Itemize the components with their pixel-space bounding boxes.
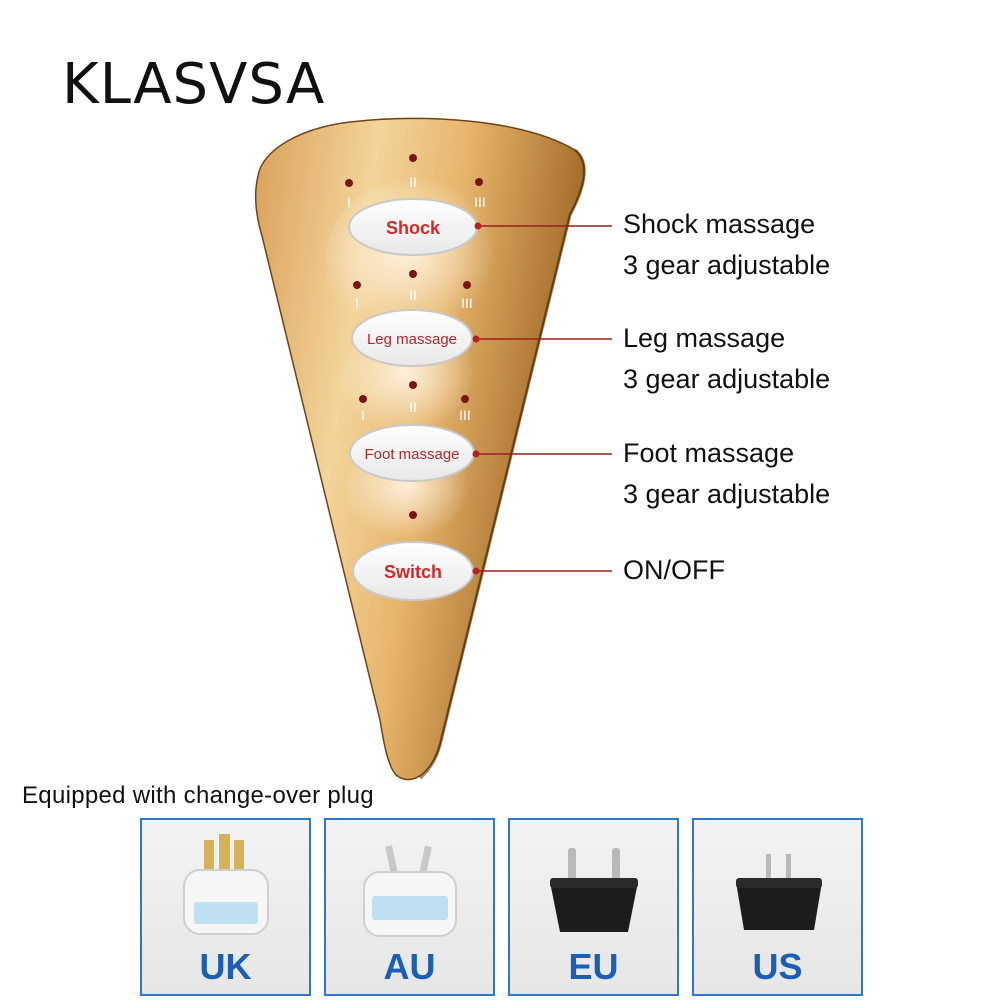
leg-massage-button[interactable]: Leg massage [351, 309, 473, 367]
au-plug-adapter-icon [363, 845, 457, 937]
switch-button-label: Switch [384, 562, 442, 582]
plug-card-uk: UK [140, 818, 311, 996]
svg-text:I: I [361, 407, 365, 423]
shock-button-label: Shock [386, 218, 441, 238]
foot-level-indicators: I II III [359, 381, 471, 423]
leg-massage-button-label: Leg massage [367, 331, 457, 348]
power-indicator [409, 511, 417, 519]
callout-switch: ON/OFF [623, 555, 725, 585]
level-2-label: II [409, 174, 417, 190]
plug-label-eu: EU [568, 946, 619, 987]
svg-text:II: II [409, 287, 417, 303]
callout-lines [476, 225, 612, 572]
plug-heading: Equipped with change-over plug [22, 782, 374, 809]
shock-level-indicators: I II III [345, 154, 486, 210]
level-3-label: III [474, 194, 486, 210]
plug-card-au: AU [324, 818, 495, 996]
brand-logo: KLASVSA [62, 52, 326, 117]
foot-massage-button-label: Foot massage [364, 446, 459, 463]
uk-plug-adapter-icon [183, 834, 269, 935]
callout-dots [472, 222, 482, 575]
plug-label-au: AU [383, 946, 436, 987]
shock-button[interactable]: Shock [348, 198, 478, 256]
svg-text:III: III [459, 407, 471, 423]
level-1-label: I [347, 194, 351, 210]
plug-card-eu: EU [508, 818, 679, 996]
foot-massage-button[interactable]: Foot massage [349, 424, 475, 482]
plug-card-us: US [692, 818, 863, 996]
plug-label-us: US [752, 946, 803, 987]
svg-text:I: I [355, 295, 359, 311]
switch-button[interactable]: Switch [352, 541, 474, 601]
eu-plug-adapter-icon [550, 848, 638, 932]
leg-level-indicators: I II III [353, 270, 473, 311]
svg-text:III: III [461, 295, 473, 311]
us-plug-adapter-icon [736, 854, 822, 930]
svg-text:II: II [409, 399, 417, 415]
plug-label-uk: UK [199, 946, 252, 987]
